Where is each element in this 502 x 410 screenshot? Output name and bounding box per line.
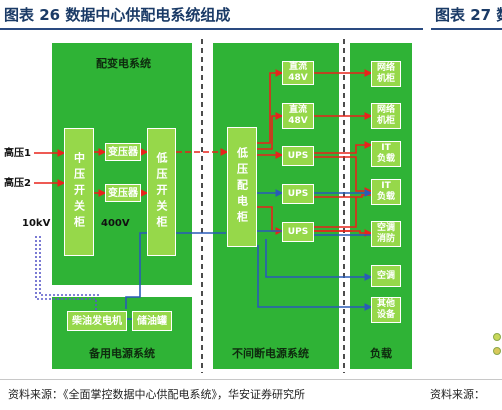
next-source-note: 资料来源： [430, 388, 485, 401]
hvac-fire-box: 空调 消防 [371, 221, 401, 247]
lv-distribution-box: 低压配电柜 [227, 127, 257, 247]
lv-switchgear-box: 低压开关柜 [147, 128, 176, 256]
power-supply-diagram: 配变电系统 备用电源系统 不间断电源系统 负载 [0, 31, 502, 379]
ups-2-box: UPS [282, 184, 314, 204]
next-title-underline [431, 28, 502, 30]
transformer-1-box: 变压器 [105, 143, 141, 161]
source-divider [0, 379, 502, 380]
backup-panel-title: 备用电源系统 [89, 347, 155, 360]
air-conditioner-box: 空调 [371, 265, 401, 287]
ups-1-box: UPS [282, 146, 314, 166]
high-voltage-2-label: 高压2 [4, 178, 31, 189]
network-cabinet-1-box: 网络 机柜 [371, 61, 401, 87]
source-note: 资料来源：《全面掌控数据中心供配电系统》，华安证券研究所 [8, 388, 305, 401]
ups-3-box: UPS [282, 222, 314, 242]
dc48v-2-box: 直流 48V [282, 103, 314, 129]
network-cabinet-2-box: 网络 机柜 [371, 103, 401, 129]
transformer-2-box: 变压器 [105, 184, 141, 202]
other-equipment-box: 其他 设备 [371, 297, 401, 323]
backup-power-panel [52, 297, 192, 369]
it-load-1-box: IT 负载 [371, 141, 401, 167]
title-underline [0, 28, 423, 30]
oil-tank-box: 储油罐 [132, 311, 172, 331]
dc48v-1-box: 直流 48V [282, 61, 314, 85]
figure-title: 图表 26 数据中心供配电系统组成 [4, 6, 231, 24]
next-figure-title: 图表 27 数 [435, 6, 502, 24]
diesel-generator-box: 柴油发电机 [67, 311, 127, 331]
ups-panel-title: 不间断电源系统 [232, 347, 309, 360]
connection-lines [34, 39, 373, 373]
legend-dot-icon [493, 347, 501, 355]
400v-label: 400V [101, 218, 130, 229]
legend-dot-icon [493, 333, 501, 341]
load-panel-title: 负载 [370, 347, 392, 360]
10kv-label: 10kV [22, 218, 51, 229]
high-voltage-1-label: 高压1 [4, 148, 31, 159]
it-load-2-box: IT 负载 [371, 179, 401, 205]
mv-switchgear-box: 中压开关柜 [64, 128, 94, 256]
substation-panel-title: 配变电系统 [96, 57, 151, 70]
